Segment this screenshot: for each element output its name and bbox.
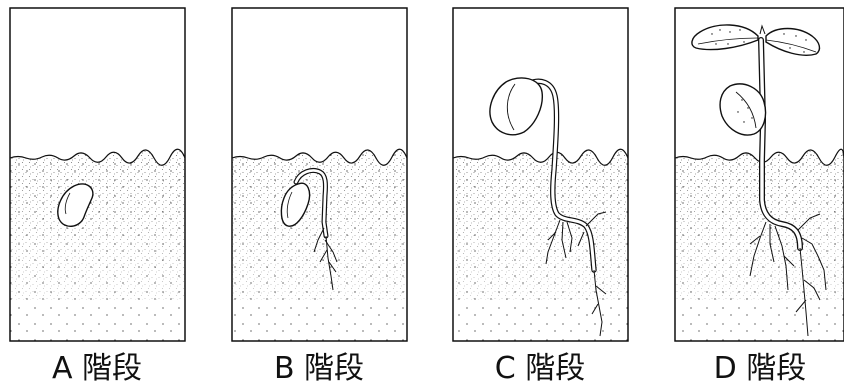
panel-a	[10, 8, 185, 341]
panel-d	[675, 8, 844, 341]
panel-c	[453, 8, 628, 341]
soil-b	[232, 149, 407, 341]
soil-c	[453, 149, 628, 341]
caption-stage-d: D 階段	[714, 351, 807, 386]
soil-a	[10, 149, 185, 341]
panel-b	[232, 8, 407, 341]
caption-stage-a: A 階段	[52, 351, 142, 386]
caption-stage-c: C 階段	[495, 351, 585, 386]
caption-stage-b: B 階段	[274, 351, 364, 386]
